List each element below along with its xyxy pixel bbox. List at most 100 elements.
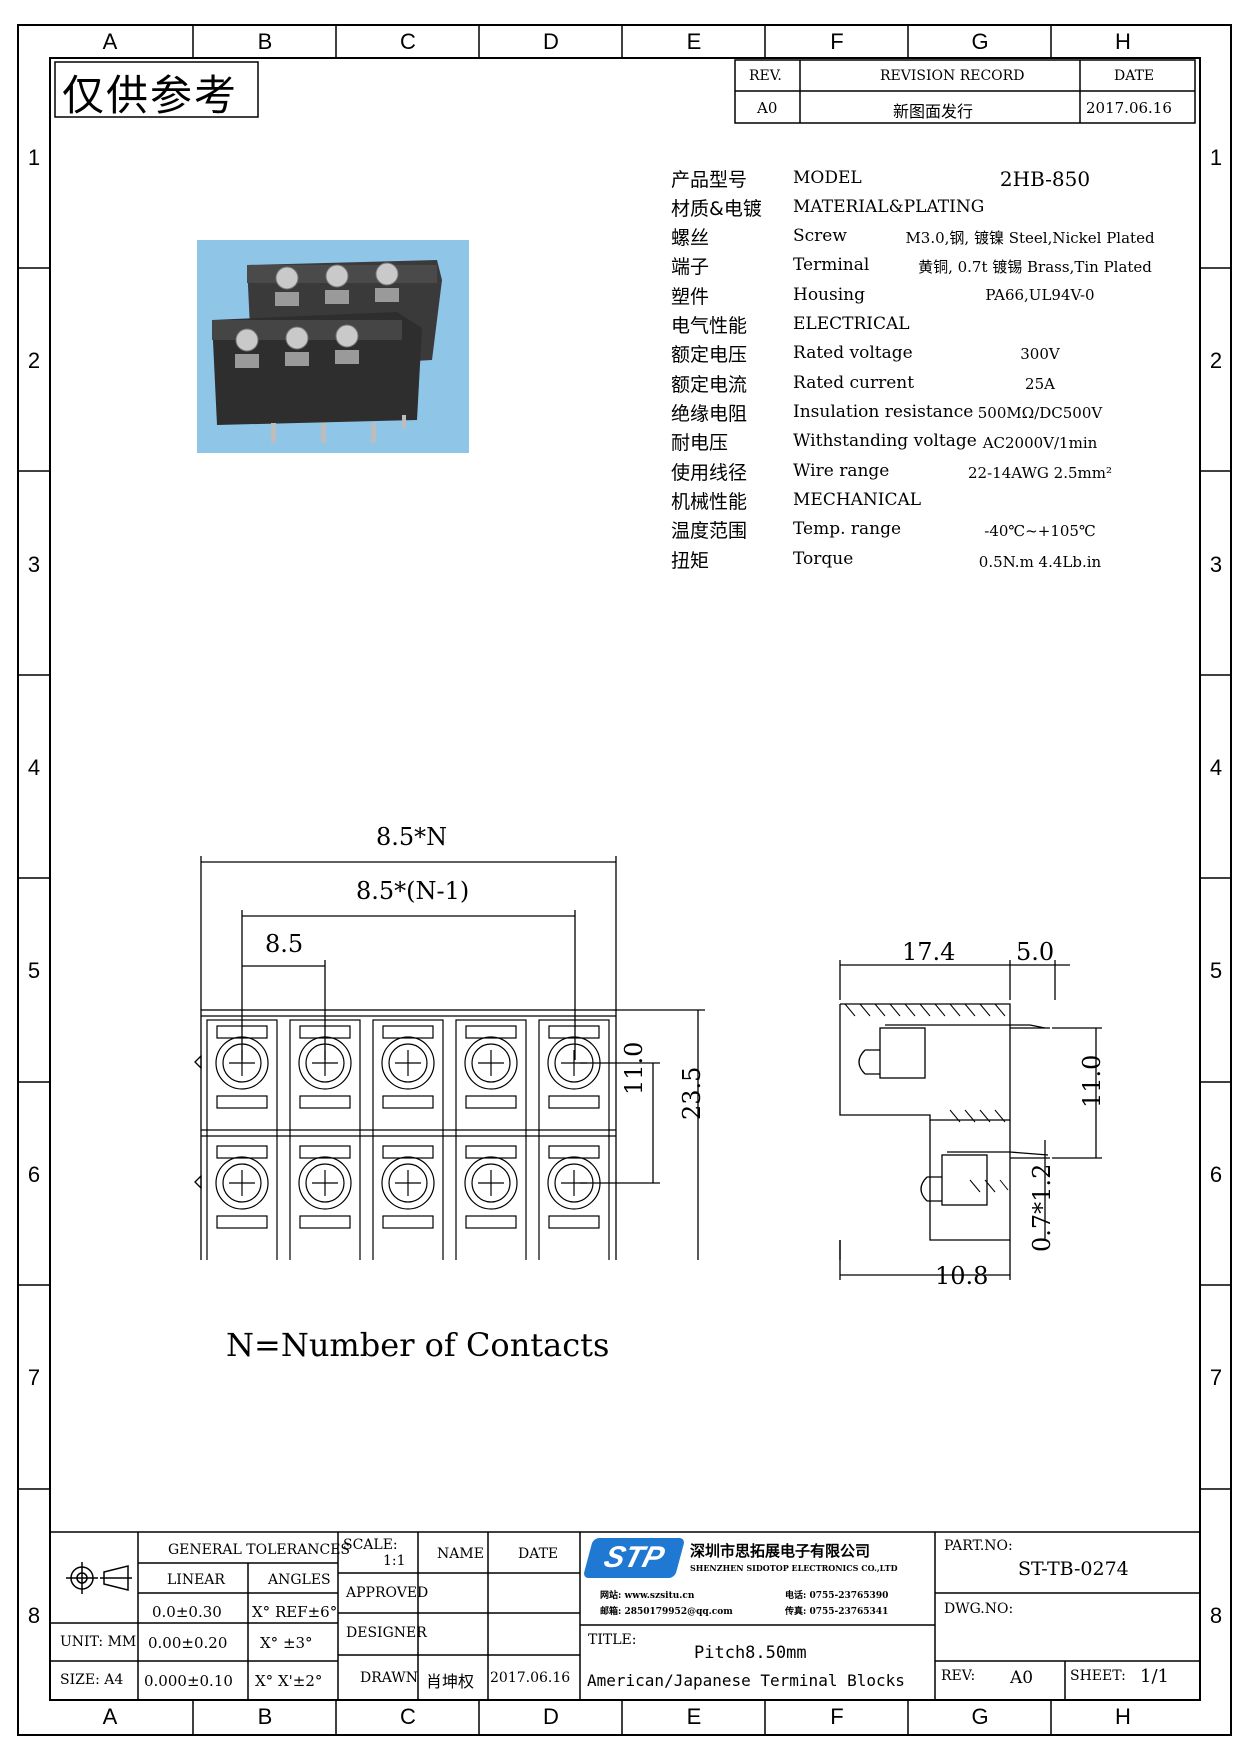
zone-col-a: A bbox=[102, 29, 118, 54]
spec-cn-label: 额定电流 bbox=[671, 374, 748, 396]
revision-record-value: 新图面发行 bbox=[893, 102, 974, 121]
dim-side-offset: 5.0 bbox=[1016, 938, 1055, 966]
rev-value: A0 bbox=[757, 99, 778, 117]
company-logo: STP bbox=[582, 1538, 686, 1578]
scale-label: SCALE: bbox=[343, 1537, 398, 1553]
angle-tol-2: X° ±3° bbox=[260, 1634, 313, 1652]
zone-col-e: E bbox=[686, 29, 702, 54]
rev-label: REV: bbox=[941, 1668, 976, 1684]
spec-cn-label: 额定电压 bbox=[671, 344, 748, 366]
revision-date-value: 2017.06.16 bbox=[1086, 99, 1172, 117]
company-logo-text: STP bbox=[600, 1541, 668, 1574]
linear-tol-2: 0.00±0.20 bbox=[148, 1634, 228, 1652]
spec-value-terminal: 黄铜, 0.7t 镀锡 Brass,Tin Plated bbox=[918, 258, 1152, 276]
size-label: SIZE: A4 bbox=[60, 1672, 124, 1688]
spec-en-label: MECHANICAL bbox=[793, 490, 922, 510]
zone-col-c: C bbox=[400, 29, 416, 54]
spec-cn-label: 电气性能 bbox=[671, 315, 748, 337]
zone-col-d: D bbox=[543, 29, 559, 54]
part-no-value: ST-TB-0274 bbox=[1018, 1558, 1129, 1580]
spec-en-label: Rated current bbox=[793, 373, 915, 393]
front-view-drawing bbox=[194, 856, 705, 1260]
zone-col-b: B bbox=[257, 29, 273, 54]
dim-inner-width: 8.5*(N-1) bbox=[356, 877, 470, 905]
spec-en-label: ELECTRICAL bbox=[793, 314, 910, 334]
zone-row-2: 2 bbox=[1209, 348, 1223, 373]
spec-cn-label: 温度范围 bbox=[671, 520, 748, 542]
drawn-name: 肖坤权 bbox=[426, 1672, 475, 1691]
zone-row-6: 6 bbox=[27, 1162, 41, 1187]
spec-cn-label: 机械性能 bbox=[671, 491, 748, 513]
spec-en-label: Temp. range bbox=[793, 519, 902, 539]
side-view-drawing bbox=[839, 960, 1102, 1280]
spec-cn-label: 耐电压 bbox=[671, 432, 729, 454]
zone-row-6: 6 bbox=[1209, 1162, 1223, 1187]
spec-cn-label: 端子 bbox=[671, 256, 710, 278]
rev-value-tb: A0 bbox=[1010, 1668, 1034, 1688]
zone-col-a: A bbox=[102, 1704, 118, 1729]
contact-columns bbox=[206, 1019, 610, 1260]
zone-col-h: H bbox=[1115, 29, 1131, 54]
spec-cn-label: 产品型号 bbox=[671, 169, 748, 191]
company-email: 邮箱: 2850179952@qq.com bbox=[600, 1607, 733, 1617]
spec-cn-label: 扭矩 bbox=[671, 550, 710, 572]
zone-row-3: 3 bbox=[27, 552, 41, 577]
scale-value: 1:1 bbox=[383, 1553, 406, 1569]
zone-row-7: 7 bbox=[1209, 1365, 1223, 1390]
angles-label: ANGLES bbox=[268, 1572, 331, 1588]
dwg-no-label: DWG.NO: bbox=[944, 1601, 1014, 1617]
zone-row-4: 4 bbox=[1209, 755, 1223, 780]
contacts-note: N=Number of Contacts bbox=[226, 1326, 610, 1364]
zone-row-8: 8 bbox=[27, 1603, 41, 1628]
company-fax: 传真: 0755-23765341 bbox=[785, 1607, 889, 1617]
dim-pitch: 8.5 bbox=[265, 930, 304, 958]
zone-row-1: 1 bbox=[27, 145, 41, 170]
spec-value-model: 2HB-850 bbox=[999, 167, 1091, 191]
rev-header: REV. bbox=[749, 68, 782, 84]
spec-en-label: Terminal bbox=[793, 255, 870, 275]
projection-symbol bbox=[66, 1562, 132, 1594]
product-photo bbox=[197, 240, 469, 453]
spec-value-rated-voltage: 300V bbox=[1020, 345, 1060, 363]
zone-col-f: F bbox=[830, 1704, 844, 1729]
spec-value-screw: M3.0,钢, 镀镍 Steel,Nickel Plated bbox=[905, 229, 1155, 247]
reference-only-watermark: 仅供参考 bbox=[62, 71, 239, 120]
spec-en-label: Screw bbox=[793, 226, 847, 246]
general-tolerances-label: GENERAL TOLERANCES bbox=[168, 1542, 351, 1558]
angle-tol-1: X° REF±6° bbox=[252, 1603, 338, 1621]
zone-row-5: 5 bbox=[1209, 958, 1223, 983]
spec-cn-label: 材质&电镀 bbox=[671, 198, 762, 220]
spec-en-label: Withstanding voltage bbox=[793, 431, 977, 451]
company-web: 网站: www.szsitu.cn bbox=[600, 1591, 695, 1601]
spec-en-label: MODEL bbox=[793, 168, 862, 188]
zone-col-d: D bbox=[543, 1704, 559, 1729]
spec-value-withstanding: AC2000V/1min bbox=[982, 434, 1098, 452]
zone-row-5: 5 bbox=[27, 958, 41, 983]
zone-col-b: B bbox=[257, 1704, 273, 1729]
spec-value-housing: PA66,UL94V-0 bbox=[985, 286, 1095, 304]
zone-col-g: G bbox=[971, 1704, 989, 1729]
spec-value-rated-current: 25A bbox=[1025, 375, 1055, 393]
dim-side-depth: 17.4 bbox=[902, 938, 956, 966]
dim-total-width: 8.5*N bbox=[376, 823, 448, 851]
dim-side-bottom: 10.8 bbox=[935, 1262, 989, 1290]
linear-label: LINEAR bbox=[167, 1572, 225, 1588]
zone-col-h: H bbox=[1115, 1704, 1131, 1729]
zone-row-2: 2 bbox=[27, 348, 41, 373]
title-line-2: American/Japanese Terminal Blocks bbox=[587, 1671, 905, 1690]
spec-en-label: Housing bbox=[793, 285, 866, 305]
spec-value-torque: 0.5N.m 4.4Lb.in bbox=[978, 553, 1102, 571]
date-header-tb: DATE bbox=[518, 1546, 559, 1562]
angle-tol-3: X° X'±2° bbox=[255, 1672, 323, 1690]
spec-en-label: MATERIAL&PLATING bbox=[793, 197, 985, 217]
linear-tol-1: 0.0±0.30 bbox=[152, 1603, 222, 1621]
revision-record-header: REVISION RECORD bbox=[880, 68, 1025, 84]
spec-en-label: Torque bbox=[793, 549, 854, 569]
date-header: DATE bbox=[1114, 68, 1155, 84]
zone-col-f: F bbox=[830, 29, 844, 54]
designer-label: DESIGNER bbox=[346, 1625, 427, 1641]
company-name-cn: 深圳市思拓展电子有限公司 bbox=[690, 1542, 871, 1560]
spec-cn-label: 螺丝 bbox=[671, 227, 710, 249]
